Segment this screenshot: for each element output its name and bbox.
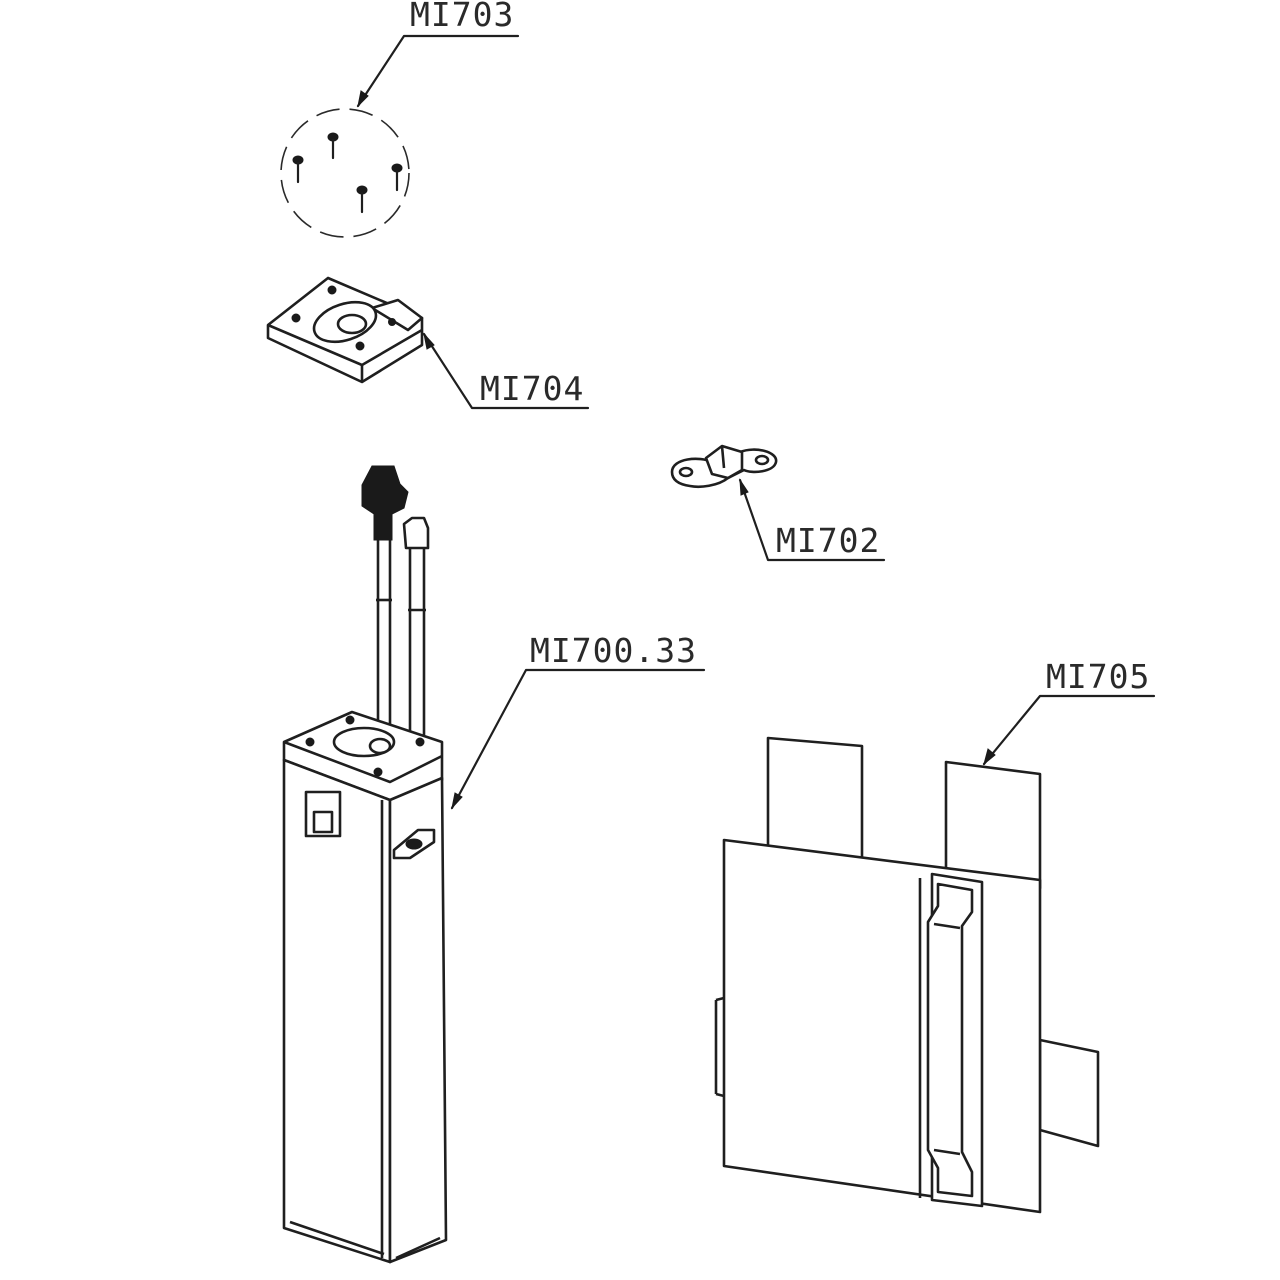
screw-1 [327, 132, 339, 160]
screw-3 [391, 163, 403, 192]
part-mi703-screws [280, 108, 410, 238]
callout-mi704: MI704 [422, 332, 590, 410]
callout-mi703: MI703 [356, 0, 520, 108]
part-mi704-plate [266, 276, 424, 384]
label-mi704: MI704 [480, 369, 584, 408]
part-mi702-bracket [670, 444, 778, 489]
callout-mi702: MI702 [738, 478, 886, 562]
screw-4 [356, 185, 368, 214]
label-mi705: MI705 [1046, 657, 1150, 696]
part-mi700-33-control-box [282, 465, 448, 1264]
label-mi702: MI702 [776, 521, 880, 560]
screw-2 [292, 155, 304, 184]
cable-group [361, 465, 430, 735]
label-mi703: MI703 [410, 0, 514, 34]
callout-mi705: MI705 [982, 657, 1156, 766]
label-mi700-33: MI700.33 [530, 631, 697, 670]
callout-mi700-33: MI700.33 [450, 631, 706, 810]
part-mi705-sleeve [714, 736, 1100, 1214]
